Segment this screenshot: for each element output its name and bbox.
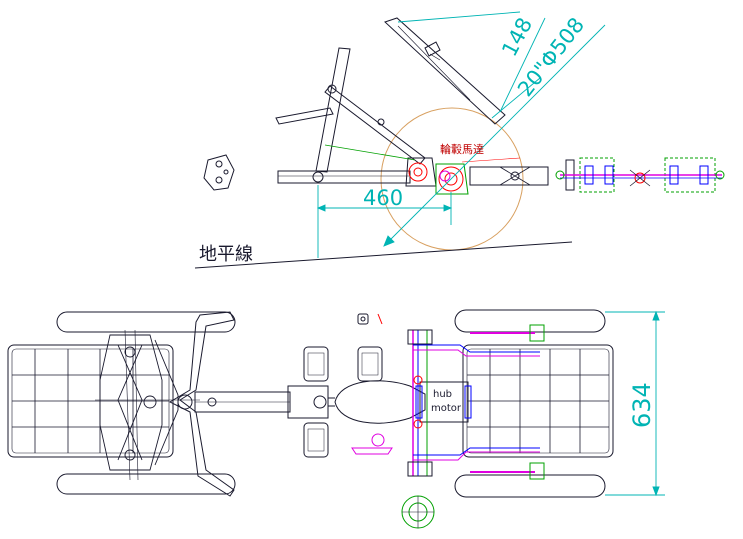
front-tube xyxy=(469,166,549,186)
top-view xyxy=(7,309,614,529)
steering-pivot xyxy=(177,394,193,410)
gear-part xyxy=(401,495,435,529)
rear-rack xyxy=(7,344,174,458)
handlebar xyxy=(168,311,235,497)
main-tube xyxy=(277,170,411,184)
pivot-clamp xyxy=(377,118,385,126)
spine-tube xyxy=(194,391,291,413)
hub-motor-side xyxy=(408,162,464,192)
pivot-top xyxy=(327,84,337,94)
front-rack xyxy=(462,344,614,458)
dim-wheelbase: 460 xyxy=(363,186,403,210)
wheel-outline xyxy=(380,107,524,251)
track-dimension xyxy=(605,310,665,497)
seat-rail xyxy=(275,107,334,125)
leader-line xyxy=(324,144,416,161)
pink-part xyxy=(351,433,393,455)
chain-stay xyxy=(324,85,426,165)
label-motor-cn: 輪轂馬達 xyxy=(440,142,484,156)
label-ground: 地平線 xyxy=(199,244,253,265)
bracket-part xyxy=(203,154,235,191)
front-axle-assembly xyxy=(555,157,725,193)
seat-post xyxy=(315,47,351,173)
seat xyxy=(334,380,426,424)
caster-top-right xyxy=(357,346,383,382)
side-dimensions xyxy=(316,11,606,258)
rear-wheel-bottom xyxy=(56,473,236,495)
rear-wheel-top xyxy=(56,311,236,333)
swing-arm xyxy=(384,17,506,125)
caster-bottom-left xyxy=(303,422,329,458)
hub-motor-label-1: hub xyxy=(433,389,452,400)
rear-pivot xyxy=(312,171,324,183)
dim-track: 634 xyxy=(628,382,656,428)
side-view xyxy=(194,17,725,269)
caster-top-left xyxy=(303,346,329,382)
front-axle-top-view xyxy=(407,324,545,480)
rear-drive-assembly xyxy=(95,329,200,481)
hub-motor-label-2: motor xyxy=(431,403,462,414)
hub-motor-block xyxy=(415,381,472,423)
ground-line xyxy=(194,241,573,269)
dim-arm: 148 xyxy=(497,14,537,61)
